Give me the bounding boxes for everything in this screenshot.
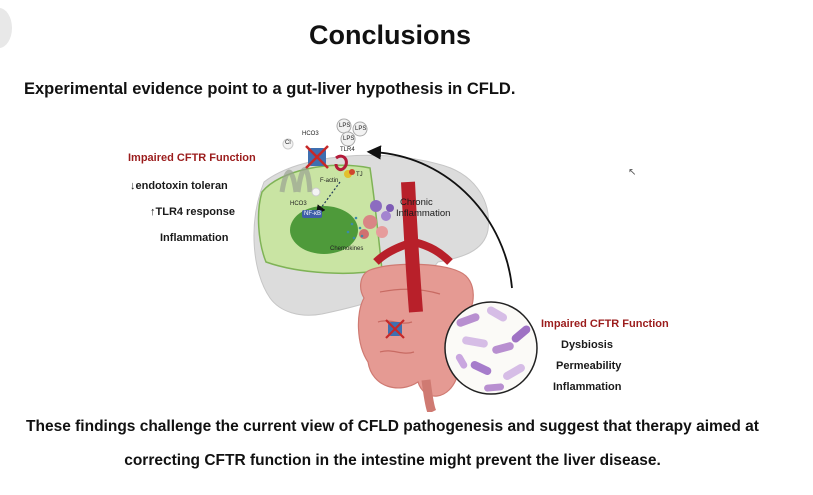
mouse-cursor-icon: ↖ <box>628 167 637 178</box>
slide-title: Conclusions <box>308 20 471 50</box>
label-hco3-top: HCO3 <box>302 131 319 137</box>
label-chronic: Chronic <box>400 197 433 208</box>
portal-vessel-branch <box>373 238 416 265</box>
label-lps-1: LPS <box>339 123 351 129</box>
cl-bubble <box>282 138 294 150</box>
cftr-cross-liver <box>305 145 329 169</box>
gut-impaired-heading: Impaired CFTR Function <box>541 318 669 330</box>
conclusion-line-1: These findings challenge the current vie… <box>26 418 759 435</box>
lps-bubble-2 <box>352 121 368 137</box>
immune-cells <box>359 200 394 239</box>
gut-item-dysbiosis: Dysbiosis <box>561 339 613 351</box>
label-inflammation: Inflammation <box>396 208 451 219</box>
label-nfkb: NF-κB <box>304 211 321 217</box>
label-chemokines: Chemokines <box>330 246 364 252</box>
gut-item-inflammation: Inflammation <box>553 381 622 393</box>
tj-marker <box>349 169 355 175</box>
gut-liver-arrow <box>366 145 513 289</box>
label-cl: Cl <box>285 140 291 146</box>
liver-item-tlr4: ↑TLR4 response <box>150 206 235 218</box>
portal-vessel-branch-2 <box>412 238 453 265</box>
slide-subtitle: Experimental evidence point to a gut-liv… <box>24 80 516 98</box>
liver-item-inflammation: Inflammation <box>160 232 229 244</box>
rectum <box>421 379 437 412</box>
microbiota-magnifier <box>444 301 538 395</box>
lps-bubble-3 <box>340 131 356 147</box>
label-lps-3: LPS <box>343 136 355 142</box>
liver-item-endotoxin: ↓endotoxin toleran <box>130 180 228 192</box>
bacteria <box>455 306 531 392</box>
gut-item-permeability: Permeability <box>556 360 622 372</box>
cftr-cross-gut <box>385 319 405 339</box>
tlr4-receptor <box>334 154 348 172</box>
label-tlr4: TLR4 <box>340 147 355 153</box>
nfkb-box <box>302 210 322 218</box>
label-lps-2: LPS <box>355 126 367 132</box>
label-hco3-mid: HCO3 <box>290 201 307 207</box>
liver-impaired-heading: Impaired CFTR Function <box>128 152 256 164</box>
bile-duct-villi <box>279 167 313 193</box>
chemokine-dots <box>346 216 364 240</box>
intestine <box>357 263 476 397</box>
label-f-actin: F-actin <box>320 178 339 184</box>
conclusion-line-2: correcting CFTR function in the intestin… <box>124 452 661 469</box>
cl-bubble-2 <box>311 187 321 197</box>
gut-liver-diagram <box>253 118 538 412</box>
label-tj: TJ <box>356 172 363 178</box>
slide-corner-shadow <box>0 8 12 48</box>
